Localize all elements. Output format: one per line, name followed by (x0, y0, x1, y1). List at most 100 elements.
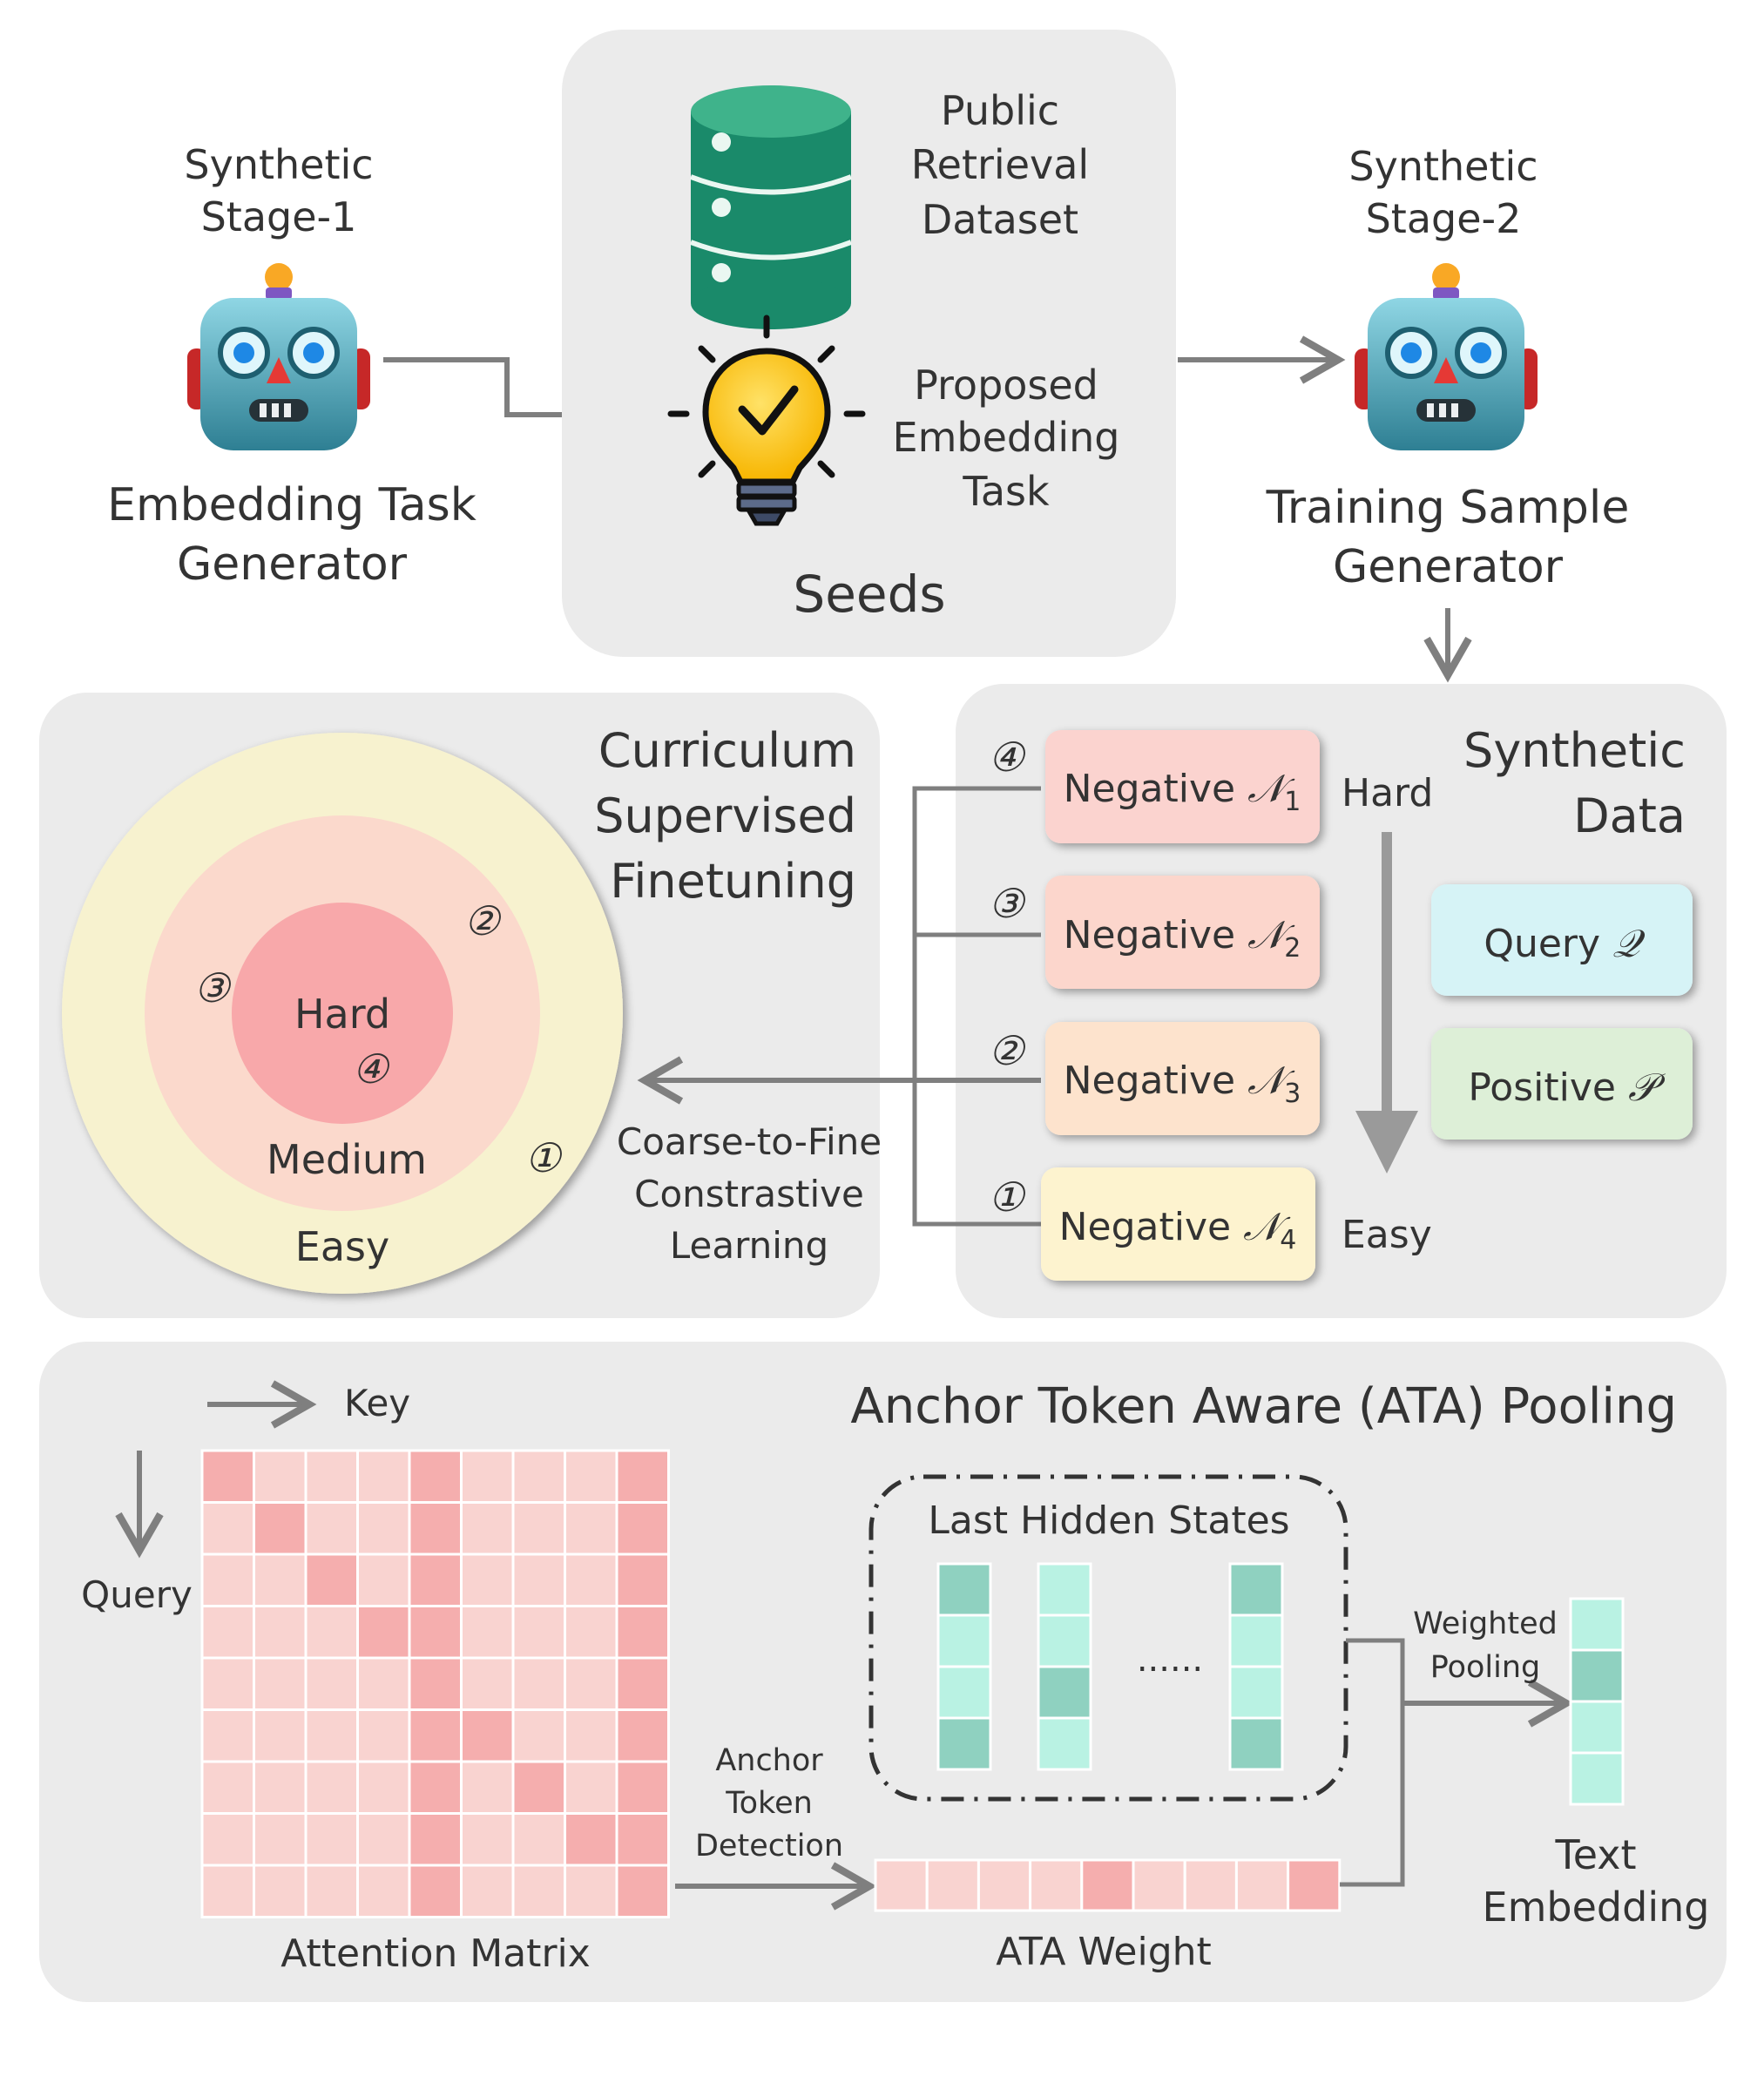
embedding-cell (1569, 1648, 1625, 1703)
attention-cell (408, 1760, 463, 1815)
attention-cell (615, 1449, 670, 1504)
attention-cell (615, 1864, 670, 1918)
attention-cell (615, 1552, 670, 1607)
attention-cell (304, 1812, 359, 1867)
attention-cell (511, 1449, 566, 1504)
attention-cell (304, 1656, 359, 1711)
anchor-detection-line3: Detection (695, 1829, 843, 1864)
ata-weight-cell (1029, 1858, 1084, 1912)
coarse-to-fine-line1: Coarse-to-Fine (617, 1120, 882, 1163)
attention-cell (615, 1501, 670, 1556)
attention-cell (460, 1552, 515, 1607)
attention-cell (564, 1864, 618, 1918)
stage2-title-line2: Stage-2 (1366, 195, 1522, 242)
attention-cell (460, 1605, 515, 1660)
coarse-to-fine-line3: Learning (670, 1224, 828, 1267)
seeds-title: Seeds (793, 565, 945, 624)
stage1-caption-line2: Generator (177, 538, 408, 591)
attention-cell (564, 1708, 618, 1763)
attention-cell (615, 1812, 670, 1867)
hidden-state-cell (936, 1562, 992, 1617)
seeds-dataset-line3: Dataset (922, 196, 1078, 243)
negative-marker-4: ① (988, 1174, 1026, 1221)
attention-cell (200, 1812, 255, 1867)
attention-cell (460, 1501, 515, 1556)
ata-weight-cell (1234, 1858, 1290, 1912)
seeds-task-line2: Embedding (893, 414, 1120, 461)
ring-marker-1: ① (524, 1134, 563, 1181)
attention-cell (200, 1552, 255, 1607)
attention-cell (304, 1552, 359, 1607)
attention-cell (615, 1760, 670, 1815)
embedding-cell (1569, 1597, 1625, 1652)
ata-weight-cell (874, 1858, 929, 1912)
attention-cell (253, 1760, 308, 1815)
attention-cell (304, 1708, 359, 1763)
hidden-state-cell (936, 1665, 992, 1720)
attention-cell (460, 1449, 515, 1504)
anchor-detection-line2: Token (725, 1786, 813, 1821)
synthetic-data-title-line1: Synthetic (1463, 723, 1686, 778)
stage2-caption-line2: Generator (1333, 541, 1564, 593)
attention-cell (511, 1656, 566, 1711)
attention-cell (408, 1864, 463, 1918)
seeds-dataset-line2: Retrieval (911, 141, 1089, 188)
attention-cell (511, 1708, 566, 1763)
seeds-task-line1: Proposed (914, 362, 1098, 409)
hidden-state-cell (1228, 1613, 1284, 1668)
negative-marker-1: ④ (988, 734, 1026, 781)
hidden-states-ellipsis: ...... (1137, 1640, 1203, 1680)
hidden-states-label: Last Hidden States (928, 1498, 1289, 1543)
attention-cell (511, 1760, 566, 1815)
ata-title: Anchor Token Aware (ATA) Pooling (850, 1378, 1677, 1435)
query-label: Query 𝒬 (1484, 922, 1646, 966)
attention-cell (564, 1656, 618, 1711)
ring-marker-3: ③ (193, 964, 232, 1011)
attention-cell (304, 1605, 359, 1660)
attention-cell (615, 1656, 670, 1711)
stage1-block: Synthetic Stage-1 Embedding Task Generat… (107, 141, 476, 591)
lightbulb-icon (667, 315, 866, 526)
curriculum-title-line1: Curriculum (598, 723, 856, 778)
ata-weight-cell (977, 1858, 1032, 1912)
attention-cell (408, 1656, 463, 1711)
synthetic-data-title-line2: Data (1573, 788, 1686, 843)
ata-weight-vector (874, 1858, 1342, 1912)
negative-marker-3: ② (988, 1027, 1026, 1074)
attention-cell (356, 1449, 411, 1504)
attention-cell (460, 1708, 515, 1763)
attention-cell (356, 1501, 411, 1556)
hidden-state-cell (936, 1613, 992, 1668)
ring-marker-2: ② (463, 897, 502, 944)
attention-cell (200, 1708, 255, 1763)
positive-label: Positive 𝒫 (1468, 1065, 1666, 1110)
attention-cell (356, 1708, 411, 1763)
attention-cell (253, 1864, 308, 1918)
negative-box-2 (1045, 876, 1320, 989)
text-embedding-vector (1569, 1597, 1625, 1806)
stage2-block: Synthetic Stage-2 Training Sample Genera… (1266, 143, 1630, 593)
hidden-state-columns (936, 1562, 1284, 1771)
coarse-to-fine-line2: Constrastive (634, 1173, 864, 1215)
attention-cell (408, 1449, 463, 1504)
negative-box-4 (1041, 1167, 1315, 1281)
negative-box-1 (1045, 730, 1320, 843)
seeds-panel: Public Retrieval Dataset Proposed Embedd… (562, 30, 1176, 657)
negative-label-2: Negative 𝒩2 (1064, 913, 1301, 964)
attention-cell (460, 1760, 515, 1815)
ata-weight-cell (925, 1858, 980, 1912)
attention-cell (253, 1656, 308, 1711)
attention-cell (304, 1449, 359, 1504)
attention-cell (356, 1760, 411, 1815)
curriculum-rings (62, 733, 623, 1294)
attention-cell (511, 1501, 566, 1556)
hidden-state-cell (1228, 1562, 1284, 1617)
attention-cell (615, 1708, 670, 1763)
attention-matrix-caption: Attention Matrix (280, 1931, 591, 1976)
hidden-state-cell (936, 1716, 992, 1771)
attention-cell (356, 1864, 411, 1918)
attention-cell (200, 1656, 255, 1711)
ata-weight-cell (1183, 1858, 1238, 1912)
ring-easy-label: Easy (295, 1223, 389, 1270)
stage1-caption-line1: Embedding Task (107, 479, 476, 531)
